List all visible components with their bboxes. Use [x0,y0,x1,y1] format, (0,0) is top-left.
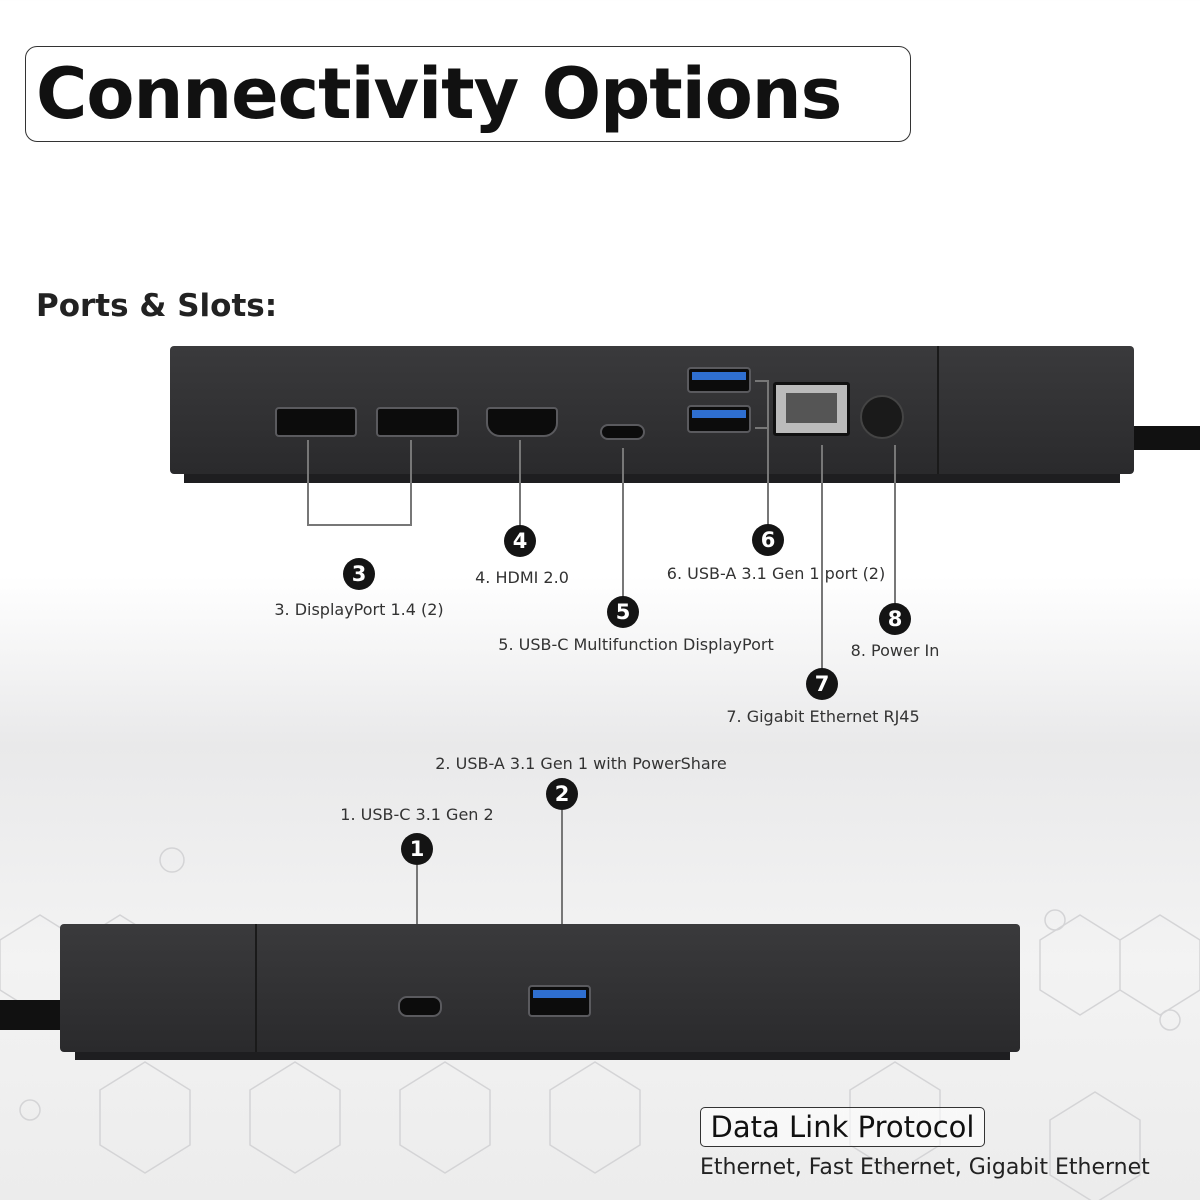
badge-3: 3 [343,558,375,590]
leader-line [410,440,412,526]
title-box: Connectivity Options [25,46,911,142]
usb-a-port [687,367,751,393]
usb-a-port [687,405,751,433]
badge-6: 6 [752,524,784,556]
badge-4: 4 [504,525,536,557]
panel-seam [255,924,257,1052]
label-2: 2. USB-A 3.1 Gen 1 with PowerShare [435,754,727,773]
displayport-port [376,407,459,437]
badge-7: 7 [806,668,838,700]
badge-2: 2 [546,778,578,810]
usb-a-port [528,985,591,1017]
label-5: 5. USB-C Multifunction DisplayPort [498,635,774,654]
leader-line [622,448,624,598]
section-heading: Ports & Slots: [36,288,278,324]
power-jack [860,395,904,439]
leader-line [767,429,769,525]
displayport-port [275,407,357,437]
protocol-title: Data Link Protocol [700,1107,985,1147]
page-title: Connectivity Options [36,53,842,135]
label-3: 3. DisplayPort 1.4 (2) [274,600,444,619]
leader-line [519,440,521,526]
badge-1: 1 [401,833,433,865]
usb-c-port [600,424,645,440]
usb-c-port [398,996,442,1017]
label-1: 1. USB-C 3.1 Gen 2 [340,805,494,824]
label-4: 4. HDMI 2.0 [475,568,569,587]
leader-line [307,440,309,526]
badge-8: 8 [879,603,911,635]
panel-seam [937,346,939,474]
label-6: 6. USB-A 3.1 Gen 1 port (2) [666,564,886,583]
leader-line [821,445,823,670]
ethernet-port [773,382,850,436]
leader-line [307,524,412,526]
label-8: 8. Power In [850,641,940,660]
leader-line [561,810,563,976]
bracket [755,380,769,429]
protocol-value: Ethernet, Fast Ethernet, Gigabit Etherne… [700,1155,1150,1180]
cable [0,1000,70,1030]
hdmi-port [486,407,558,437]
leader-line [894,445,896,605]
badge-5: 5 [607,596,639,628]
label-7: 7. Gigabit Ethernet RJ45 [726,707,920,726]
